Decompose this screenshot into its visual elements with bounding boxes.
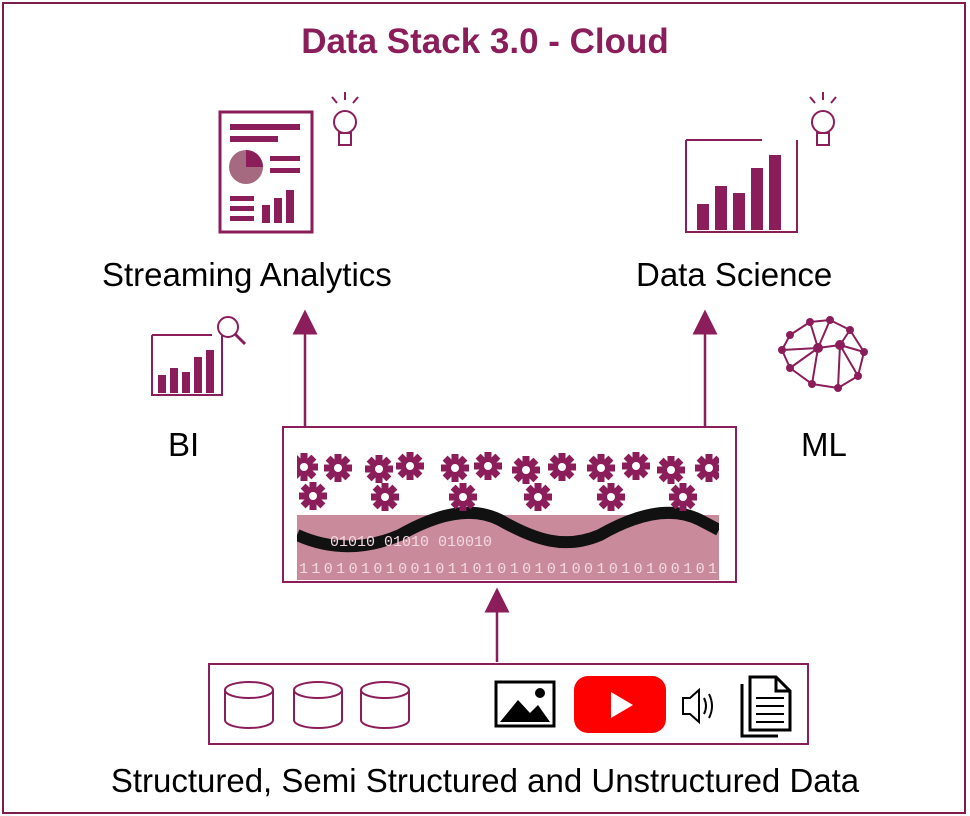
lightbulb-icon — [331, 92, 359, 146]
data-wave — [297, 506, 719, 553]
data-science-label: Data Science — [636, 256, 833, 293]
bar-chart-icon — [685, 139, 798, 233]
image-icon — [494, 680, 556, 728]
bi-label: BI — [168, 426, 200, 463]
magnifier-icon — [217, 316, 247, 346]
youtube-play-icon — [574, 676, 666, 733]
binary-text-upper: 01010 01010 010010 — [330, 534, 492, 551]
diagram-title: Data Stack 3.0 - Cloud — [301, 22, 669, 61]
streaming-analytics-label: Streaming Analytics — [102, 256, 392, 293]
ml-label: ML — [801, 426, 847, 463]
speaker-icon — [682, 687, 713, 725]
lightbulb-icon — [809, 92, 837, 146]
report-icon — [218, 110, 314, 234]
bi-chart-icon — [151, 334, 223, 396]
data-sources-label: Structured, Semi Structured and Unstruct… — [110, 762, 860, 799]
documents-icon — [740, 675, 792, 738]
brain-nodes — [778, 316, 868, 392]
